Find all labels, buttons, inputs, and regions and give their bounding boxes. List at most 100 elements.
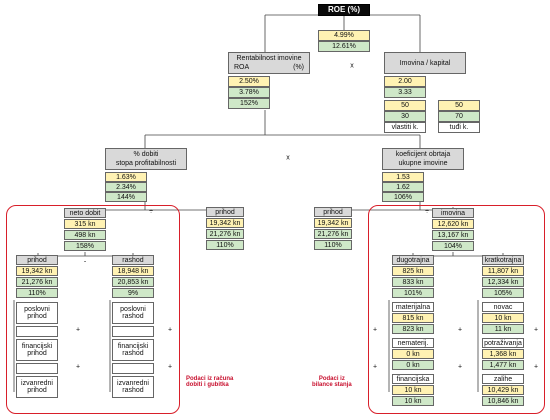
- turnover-label-line1: koeficijent obrtaja: [395, 151, 451, 158]
- financial-assets-value-1: 10 kn: [392, 385, 434, 395]
- financial-expense: financijski rashod: [112, 339, 154, 361]
- shortterm-header: kratkotrajna: [482, 255, 524, 265]
- financial-expense-label: financijski rashod: [117, 343, 149, 357]
- assets-value-2: 13,167 kn: [432, 230, 474, 240]
- plus-sign-2: +: [75, 363, 81, 371]
- multiply-operator: x: [350, 62, 354, 70]
- equity-label: vlastiti k.: [384, 122, 426, 133]
- net-profit-value-3: 158%: [64, 241, 106, 251]
- revenue-a-value-2: 21,276 kn: [206, 229, 244, 239]
- operating-expense-label: poslovni rashod: [120, 306, 146, 320]
- roa-value-1: 2.50%: [228, 76, 270, 87]
- receivables-label: potraživanja: [482, 338, 524, 348]
- plus-sign-3: +: [167, 326, 173, 334]
- debt-label: tuđi k.: [438, 122, 480, 133]
- intangible-assets-value-1: 0 kn: [392, 349, 434, 359]
- divide-operator-1: ÷: [149, 208, 153, 216]
- net-profit-value-1: 315 kn: [64, 219, 106, 229]
- inventory-value-2: 10,846 kn: [482, 396, 524, 406]
- extraordinary-expense: izvanredni rashod: [112, 376, 154, 398]
- equity-share-2: 30: [384, 111, 426, 122]
- revenue-b-header: prihod: [314, 207, 352, 217]
- inventory-label: zalihe: [482, 374, 524, 384]
- expense-blank-1: [112, 326, 154, 337]
- tangible-assets-value-2: 823 kn: [392, 324, 434, 334]
- leverage-value-1: 2.00: [384, 76, 426, 87]
- turnover-value-1: 1.53: [382, 172, 424, 182]
- income-blank-1: [16, 326, 58, 337]
- turnover-value-3: 106%: [382, 192, 424, 202]
- roe-title: ROE (%): [318, 4, 370, 16]
- income-note-line2: dobiti i gubitka: [186, 382, 229, 389]
- income-statement-note: Podaci iz računa dobiti i gubitka: [186, 376, 233, 389]
- plus-sign-5: +: [372, 326, 378, 334]
- extraordinary-expense-label: izvanredni rashod: [117, 380, 149, 394]
- shortterm-value-1: 11,807 kn: [482, 266, 524, 276]
- revenue-b-value-1: 19,342 kn: [314, 218, 352, 228]
- intangible-assets-label: nematerij.: [392, 338, 434, 348]
- roa-header: Rentabilnost imovine ROA (%): [228, 52, 310, 74]
- margin-label-line2: stopa profitabilnosti: [115, 160, 177, 167]
- turnover-label-line2: ukupne imovine: [398, 160, 448, 167]
- margin-label-line1: % dobiti: [133, 151, 159, 158]
- turnover-header: koeficijent obrtaja ukupne imovine: [382, 148, 464, 170]
- assets-value-3: 104%: [432, 241, 474, 251]
- receivables-value-2: 1,477 kn: [482, 360, 524, 370]
- equity-share-1: 50: [384, 100, 426, 111]
- financial-assets-label: financijska: [392, 374, 434, 384]
- assets-header: imovina: [432, 208, 474, 218]
- receivables-value-1: 1,368 kn: [482, 349, 524, 359]
- plus-sign-4: +: [167, 363, 173, 371]
- divide-operator-2: ÷: [425, 208, 429, 216]
- financial-income: financijski prihod: [16, 339, 58, 361]
- roe-value-1: 4.99%: [318, 30, 370, 41]
- plus-sign-9: +: [533, 326, 539, 334]
- income-note-line1: Podaci iz računa: [186, 376, 234, 382]
- intangible-assets-value-2: 0 kn: [392, 360, 434, 370]
- financial-assets-value-2: 10 kn: [392, 396, 434, 406]
- cash-value-2: 11 kn: [482, 324, 524, 334]
- extraordinary-income-label: izvanredni prihod: [21, 380, 53, 394]
- revenue-b-value-2: 21,276 kn: [314, 229, 352, 239]
- margin-value-3: 144%: [105, 192, 147, 202]
- assets-value-1: 12,620 kn: [432, 219, 474, 229]
- income-blank-2: [16, 363, 58, 374]
- margin-value-1: 1.63%: [105, 172, 147, 182]
- roa-value-3: 152%: [228, 98, 270, 109]
- balance-sheet-region: [368, 205, 545, 414]
- tangible-assets-label: materijalna: [392, 302, 434, 312]
- extraordinary-income: izvanredni prihod: [16, 376, 58, 398]
- revenue-a-value-1: 19,342 kn: [206, 218, 244, 228]
- income-value-1: 19,342 kn: [16, 266, 58, 276]
- expense-value-3: 9%: [112, 288, 154, 298]
- minus-operator: -: [83, 258, 87, 266]
- tangible-assets-value-1: 815 kn: [392, 313, 434, 323]
- income-value-2: 21,276 kn: [16, 277, 58, 287]
- income-header: prihod: [16, 255, 58, 265]
- longterm-header: dugotrajna: [392, 255, 434, 265]
- shortterm-value-3: 105%: [482, 288, 524, 298]
- financial-income-label: financijski prihod: [21, 343, 53, 357]
- cash-label: novac: [482, 302, 524, 312]
- plus-sign-6: +: [372, 363, 378, 371]
- expense-value-1: 18,948 kn: [112, 266, 154, 276]
- plus-sign-1: +: [75, 326, 81, 334]
- cash-value-1: 10 kn: [482, 313, 524, 323]
- margin-header: % dobiti stopa profitabilnosti: [105, 148, 187, 170]
- margin-value-2: 2.34%: [105, 182, 147, 192]
- income-statement-region: [6, 205, 180, 414]
- multiply-operator-2: x: [286, 154, 290, 162]
- operating-income: poslovni prihod: [16, 302, 58, 324]
- debt-share-1: 50: [438, 100, 480, 111]
- revenue-a-value-3: 110%: [206, 240, 244, 250]
- net-profit-header: neto dobit: [64, 208, 106, 218]
- revenue-a-header: prihod: [206, 207, 244, 217]
- roe-value-2: 12.61%: [318, 41, 370, 52]
- roa-label-abbrev: ROA: [234, 64, 250, 71]
- operating-expense: poslovni rashod: [112, 302, 154, 324]
- operating-income-label: poslovni prihod: [24, 306, 50, 320]
- longterm-value-1: 825 kn: [392, 266, 434, 276]
- revenue-b-value-3: 110%: [314, 240, 352, 250]
- expense-blank-2: [112, 363, 154, 374]
